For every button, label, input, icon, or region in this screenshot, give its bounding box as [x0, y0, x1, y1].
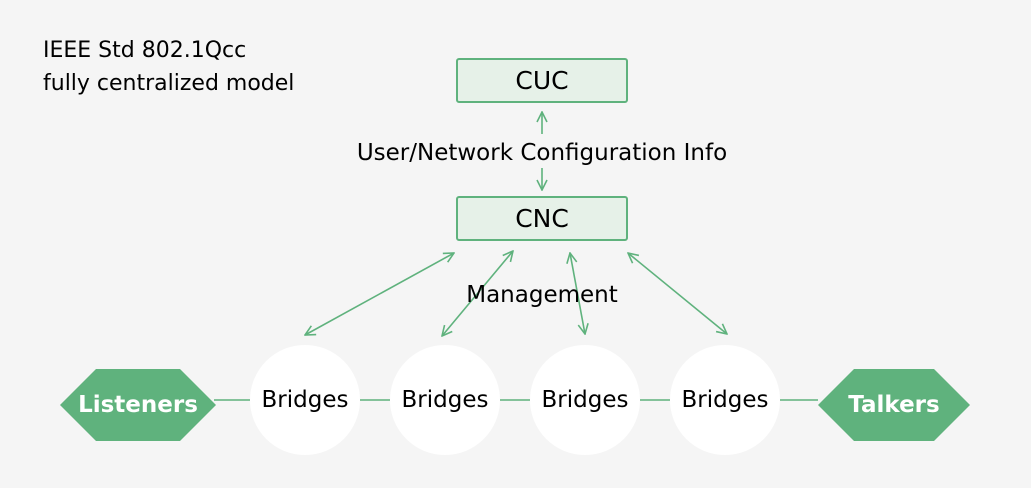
bridge-node-3: Bridges — [530, 345, 640, 455]
arrow-cnc-bridge-3 — [570, 253, 585, 334]
bridge-node-1: Bridges — [250, 345, 360, 455]
arrow-cnc-bridge-4 — [628, 253, 727, 334]
cuc-cnc-label: User/Network Configuration Info — [356, 140, 728, 166]
talkers-label: Talkers — [848, 392, 940, 418]
listeners-label: Listeners — [78, 392, 198, 418]
bridge-node-2: Bridges — [390, 345, 500, 455]
diagram-title-line-1: IEEE Std 802.1Qcc — [43, 38, 247, 63]
diagram-title-line-2: fully centralized model — [43, 71, 295, 96]
arrow-cnc-bridge-1 — [305, 253, 454, 335]
bridge-node-4: Bridges — [670, 345, 780, 455]
talkers-hexagon — [818, 369, 970, 441]
arrow-cnc-bridge-2 — [442, 251, 513, 336]
listeners-hexagon — [60, 369, 216, 441]
cuc-box: CUC — [456, 58, 628, 103]
management-label: Management — [466, 282, 618, 308]
cnc-box: CNC — [456, 196, 628, 241]
